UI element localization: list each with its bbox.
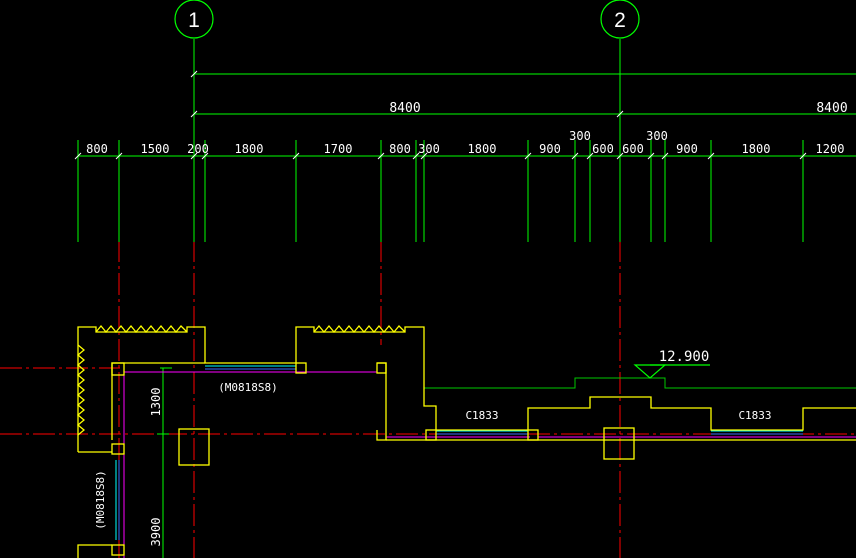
grid-bubble-2-label: 2 [614,9,626,32]
elevation-label: 12.900 [659,349,710,365]
segment-dim-labels: 800 1500 200 1800 1700 800 300 1800 900 … [86,129,844,156]
grid-bubble-2[interactable]: 2 [600,0,640,39]
wall-joint [425,429,437,441]
segment-tick [377,152,385,160]
segment-extension-lines [74,140,807,242]
column-2 [603,427,635,460]
door-tag-horizontal: (M0818S8) [218,381,278,394]
wall-joint [111,443,125,455]
wall-outline-upper [77,326,856,452]
seg-label: 600 [592,142,614,156]
segment-tick [799,152,807,160]
seg-label: 200 [187,142,209,156]
seg-label: 600 [622,142,644,156]
seg-label: 800 [389,142,411,156]
segment-tick [420,152,428,160]
slab-outline [424,377,856,389]
segment-tick [616,152,624,160]
elevation-triangle [633,364,667,379]
wall-joint [111,362,125,376]
segment-tick [412,152,420,160]
tick-114-a [190,110,198,118]
wall-outline-bottom [77,544,112,558]
seg-label: 300 [418,142,440,156]
segment-tick [661,152,669,160]
wall-joint [527,429,539,441]
window-strips [115,365,856,558]
vertical-dim-label-2: 3900 [149,518,163,547]
window-tag-1: C1833 [465,409,498,422]
wall-joint [111,544,125,556]
seg-label: 300 [569,129,591,143]
walls [76,324,856,558]
overall-dim-label-2: 8400 [816,101,847,116]
door-tag-vertical: (M0818S8) [94,470,107,530]
wall-joint [376,362,387,374]
segment-tick [586,152,594,160]
seg-label: 1800 [235,142,264,156]
grid-bubble-1-label: 1 [188,9,200,32]
elevation-marker[interactable]: 12.900 [633,349,710,379]
segment-tick [190,152,198,160]
grid-bubble-1-circle [174,0,214,39]
segment-tick [647,152,655,160]
break-line-top-2 [313,324,406,334]
segment-tick [707,152,715,160]
wall-stub [376,362,387,441]
seg-label: 1200 [816,142,845,156]
segment-tick [571,152,579,160]
segment-tick [74,152,82,160]
segment-tick [524,152,532,160]
grid-bubble-2-circle [600,0,640,39]
column-1 [178,428,210,466]
grid-bubble-1[interactable]: 1 [174,0,214,39]
segment-tick [292,152,300,160]
segment-tick [201,152,209,160]
seg-label: 900 [676,142,698,156]
seg-label: 900 [539,142,561,156]
break-line-top-1 [95,324,188,334]
window-tag-2: C1833 [738,409,771,422]
segment-tick [115,152,123,160]
seg-label: 1800 [468,142,497,156]
wall-joint [295,362,307,374]
vertical-dim-label-1: 1300 [149,388,163,417]
axis-lines [0,240,856,558]
tick-114-b [616,110,624,118]
dimension-lines [74,39,856,558]
seg-label: 1800 [742,142,771,156]
overall-dim-ticks [190,70,624,118]
seg-label: 800 [86,142,108,156]
seg-label: 1700 [324,142,353,156]
seg-label: 300 [646,129,668,143]
break-line-left [76,344,86,436]
seg-label: 1500 [141,142,170,156]
tick-74-a [190,70,198,78]
overall-dim-label-1: 8400 [389,101,420,116]
